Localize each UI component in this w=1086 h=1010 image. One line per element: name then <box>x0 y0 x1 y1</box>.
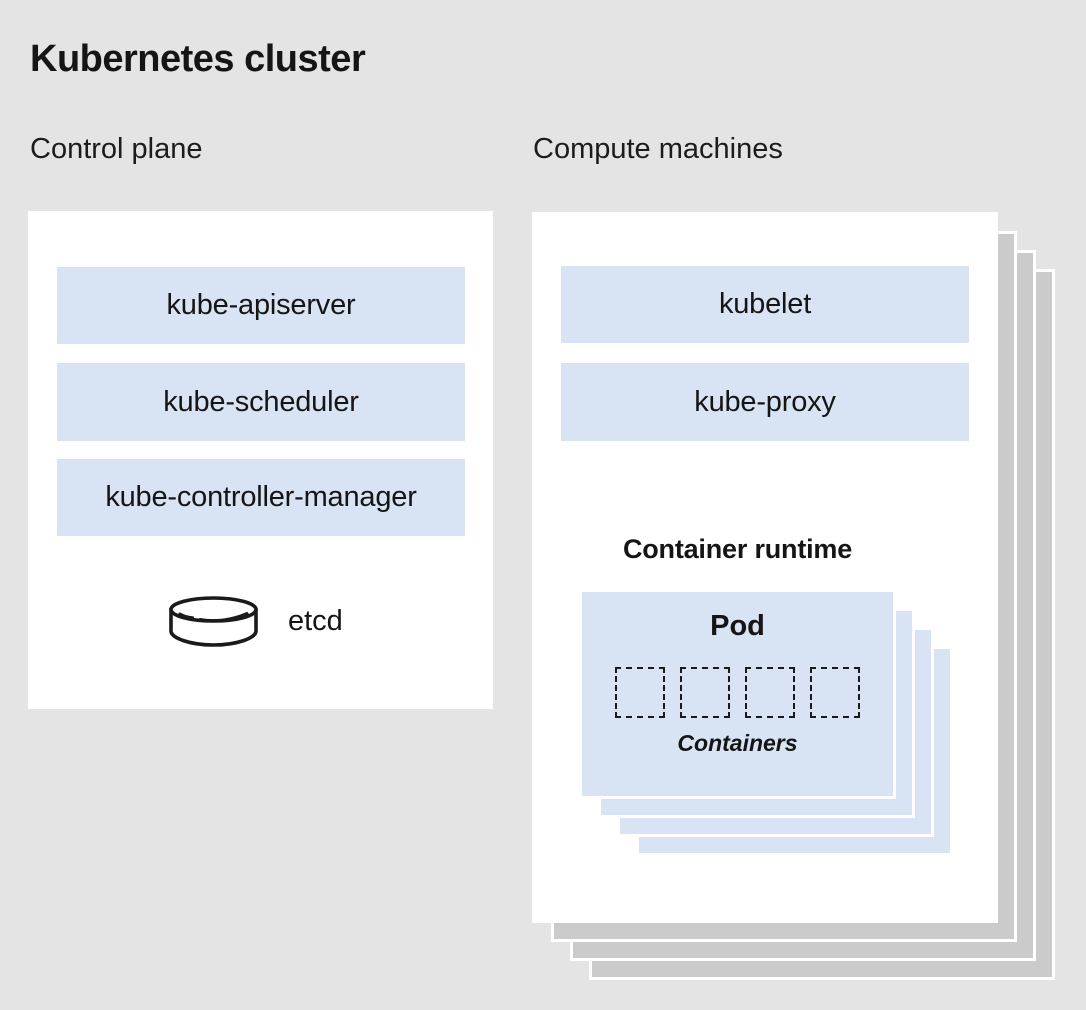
etcd-group: etcd <box>167 595 343 648</box>
kubelet-box: kubelet <box>561 266 969 343</box>
pod-box: Pod Containers <box>579 589 896 799</box>
kube-proxy-box: kube-proxy <box>561 363 969 441</box>
pod-label: Pod <box>710 610 765 642</box>
container-slot <box>615 667 665 718</box>
containers-label: Containers <box>677 730 798 756</box>
kube-apiserver-box: kube-apiserver <box>57 267 465 344</box>
diagram-title: Kubernetes cluster <box>30 38 366 80</box>
kube-scheduler-box: kube-scheduler <box>57 363 465 441</box>
database-cylinder-icon <box>167 595 260 648</box>
container-slots <box>582 667 893 718</box>
container-runtime-label: Container runtime <box>622 534 853 564</box>
compute-machines-label: Compute machines <box>533 133 783 165</box>
compute-machines-panel: kubelet kube-proxy Container runtime Pod… <box>532 212 998 923</box>
container-slot <box>810 667 860 718</box>
container-slot <box>745 667 795 718</box>
control-plane-panel: kube-apiserver kube-scheduler kube-contr… <box>28 211 493 709</box>
control-plane-label: Control plane <box>30 133 203 165</box>
container-slot <box>680 667 730 718</box>
kube-controller-manager-box: kube-controller-manager <box>57 459 465 536</box>
etcd-label: etcd <box>288 605 343 637</box>
